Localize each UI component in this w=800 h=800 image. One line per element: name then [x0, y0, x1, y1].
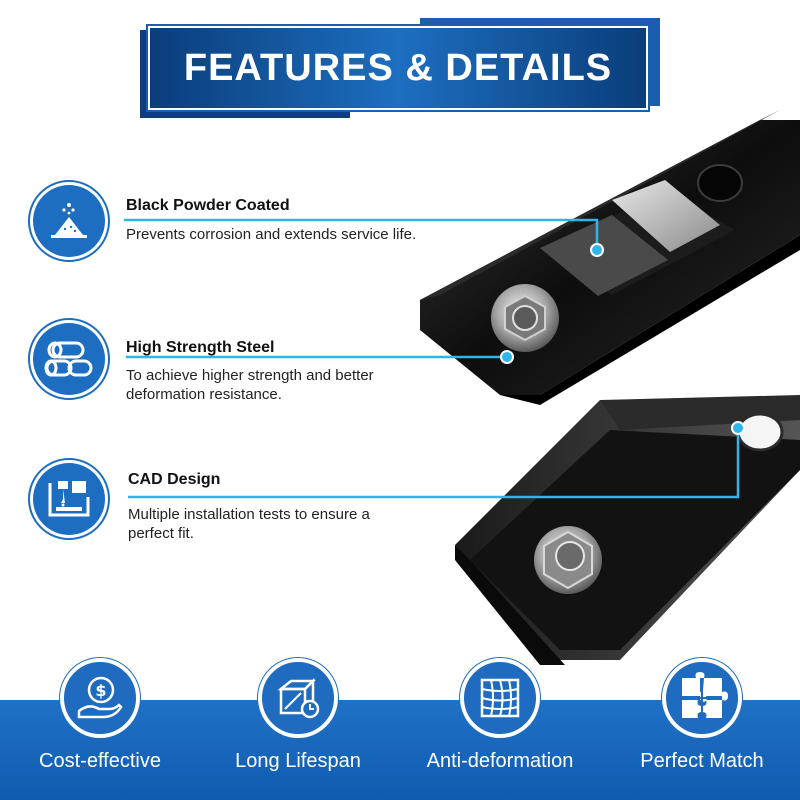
badge-label-long-lifespan: Long Lifespan	[235, 750, 361, 772]
grid-warp-icon	[460, 658, 540, 738]
callout-lines	[124, 218, 740, 499]
clock-box-icon	[258, 658, 338, 738]
dollar-hand-icon: $	[60, 658, 140, 738]
feature-description: Multiple installation tests to ensure a …	[128, 506, 370, 542]
page-title: FEATURES & DETAILS	[183, 46, 613, 89]
badge-label-anti-deformation: Anti-deformation	[426, 750, 574, 772]
lower-bracket	[455, 395, 800, 665]
feature-title: Black Powder Coated	[126, 197, 290, 214]
feature-title: CAD Design	[128, 471, 221, 488]
feature-description: Prevents corrosion and extends service l…	[126, 226, 417, 243]
feature-description: To achieve higher strength and better de…	[126, 367, 374, 403]
powder-coat-icon	[28, 180, 110, 262]
cad-machine-icon	[28, 458, 110, 540]
svg-text:$: $	[95, 681, 106, 700]
callout-dots	[500, 243, 745, 435]
badge-label-perfect-match: Perfect Match	[640, 750, 764, 772]
upper-bracket	[420, 110, 800, 405]
feature-title: High Strength Steel	[126, 339, 275, 356]
steel-pipes-icon	[28, 318, 110, 400]
badge-label-cost-effective: Cost-effective	[39, 750, 161, 772]
header-banner: FEATURES & DETAILS	[148, 26, 648, 110]
puzzle-icon	[662, 658, 742, 738]
